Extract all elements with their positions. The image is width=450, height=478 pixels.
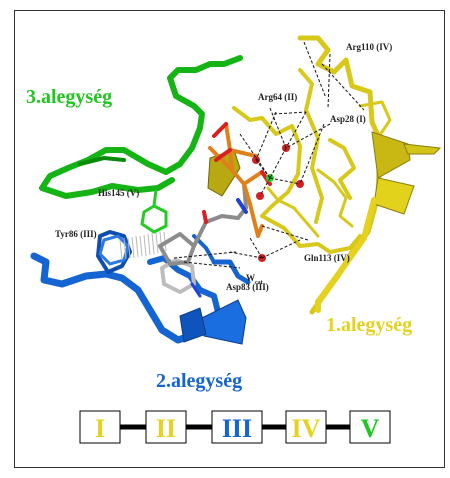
motif-box-3-label: III (222, 414, 252, 443)
motif-box-5 (349, 410, 391, 444)
motif-box-4 (285, 410, 327, 444)
label-arg64: Arg64 (II) (258, 92, 297, 102)
his145-side-chain (140, 189, 168, 234)
motif-box-4-label: IV (292, 414, 321, 443)
stacking-interaction (119, 231, 167, 261)
subunit-1-sheet-lower (373, 177, 415, 215)
subunit-1-label: 1.alegység (326, 314, 413, 336)
label-asp28: Asp28 (I) (330, 114, 366, 124)
label-his145: His145 (V) (98, 188, 139, 198)
motif-box-1 (79, 410, 121, 444)
label-tyr86: Tyr86 (III) (55, 229, 97, 239)
subunit-1-sheet (371, 131, 411, 179)
figure-frame (14, 10, 445, 468)
motif-box-1-label: I (95, 414, 105, 443)
subunit-1-arrow (403, 143, 442, 155)
label-asp83: Asp83 (III) (226, 282, 269, 292)
label-gln113: Gln113 (IV) (304, 253, 350, 263)
subunit-1-strand (315, 197, 377, 313)
motif-box-2 (145, 410, 187, 444)
label-wcat: Wcat (246, 273, 263, 286)
motif-box-3 (211, 410, 263, 444)
subunit-2-label: 2.alegység (156, 370, 243, 392)
subunit-2-sheet (201, 299, 247, 345)
motif-bar: I II III IV V (79, 410, 391, 444)
subunit-3-ribbon (39, 55, 243, 199)
hydrogen-bonds (173, 41, 365, 269)
subunit-2-sheet-back (179, 307, 207, 343)
tyr86-side-chain (98, 234, 130, 266)
ligand-sticks (158, 122, 272, 298)
motif-box-2-label: II (156, 414, 176, 443)
subunit-3-label: 3.alegység (26, 86, 113, 108)
motif-box-5-label: V (361, 414, 380, 443)
label-arg110: Arg110 (IV) (346, 42, 392, 52)
